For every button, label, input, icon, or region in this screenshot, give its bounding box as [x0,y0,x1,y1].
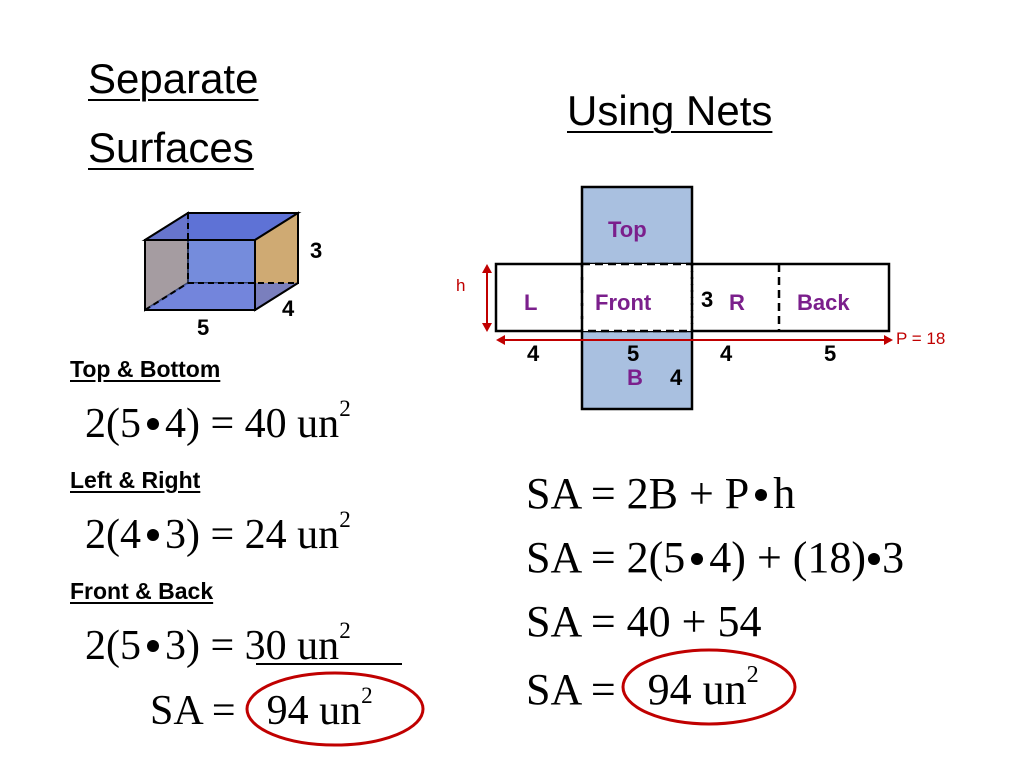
section-heading-top-bottom: Top & Bottom [70,356,221,382]
total-exponent: 2 [361,682,373,708]
net-label-right: R [729,290,745,315]
multiply-dot-icon [691,552,704,565]
net-dim-right: 4 [720,341,733,366]
total-value: 94 un [647,664,747,714]
formula-part-b: 4) + (18) [709,533,867,582]
equation-left-right: 2(4 3) = 24 un2 [85,506,351,559]
multiply-dot-icon [147,418,159,431]
eq-rhs: 3) [165,622,200,669]
net-label-top: Top [608,217,647,242]
net-label-front: Front [595,290,652,315]
multiply-dot-icon [147,640,159,653]
section-heading-front-back: Front & Back [70,578,214,604]
formula-part-a: SA = 2(5 [526,533,686,582]
box-height-label: 3 [310,238,323,263]
eq-exponent: 2 [339,506,351,532]
net-label-back: Back [797,290,850,315]
eq-result: = 40 un [210,400,340,447]
net-perimeter-label: P = 18 [896,329,946,348]
eq-lhs: 2(5 [85,400,141,447]
formula-part-a: SA = 40 + 54 [526,597,762,646]
net-height-dim: 3 [701,287,714,312]
rectangular-prism-diagram [141,211,302,312]
formula-part-c: 3 [882,533,905,582]
right-total-equation: SA = 94 un2 [526,661,759,715]
net-label-bottom: B [627,365,643,390]
left-title-line2: Surfaces [88,124,254,171]
section-heading-left-right: Left & Right [70,467,201,493]
eq-rhs: 4) [165,400,200,447]
equation-front-back: 2(5 3) = 30 un2 [85,617,351,670]
eq-rhs: 3) [165,511,200,558]
formula-simplified: SA = 40 + 54 [526,596,761,647]
total-prefix: SA = [526,664,616,714]
eq-exponent: 2 [339,617,351,643]
eq-lhs: 2(4 [85,511,141,558]
total-exponent: 2 [746,661,759,688]
right-title: Using Nets [567,87,773,134]
formula-general: SA = 2B + P h [526,468,795,519]
net-dim-back: 5 [824,341,837,366]
net-h-label: h [456,276,466,295]
multiply-dot-icon [868,552,881,565]
net-dim-front: 5 [627,341,640,366]
net-diagram [482,185,893,411]
formula-substituted: SA = 2(5 4) + (18) 3 [526,532,904,583]
equation-top-bottom: 2(5 4) = 40 un2 [85,395,351,448]
net-label-left: L [524,290,538,315]
eq-lhs: 2(5 [85,622,141,669]
multiply-dot-icon [147,529,159,542]
total-prefix: SA = [150,687,236,734]
left-title-line1: Separate [88,55,259,102]
formula-part-b: h [773,469,796,518]
multiply-dot-icon [755,488,768,501]
left-total-equation: SA = 94 un2 [150,682,373,735]
eq-exponent: 2 [339,395,351,421]
net-bottom-depth: 4 [670,365,683,390]
total-value: 94 un [266,687,362,734]
left-total-circle [245,671,425,747]
box-width-label: 5 [197,315,210,340]
sum-underline [256,663,402,665]
formula-part-a: SA = 2B + P [526,469,750,518]
right-total-circle [621,648,797,726]
box-depth-label: 4 [282,296,295,321]
net-dim-left: 4 [527,341,540,366]
eq-result: = 30 un [210,622,340,669]
eq-result: = 24 un [210,511,340,558]
